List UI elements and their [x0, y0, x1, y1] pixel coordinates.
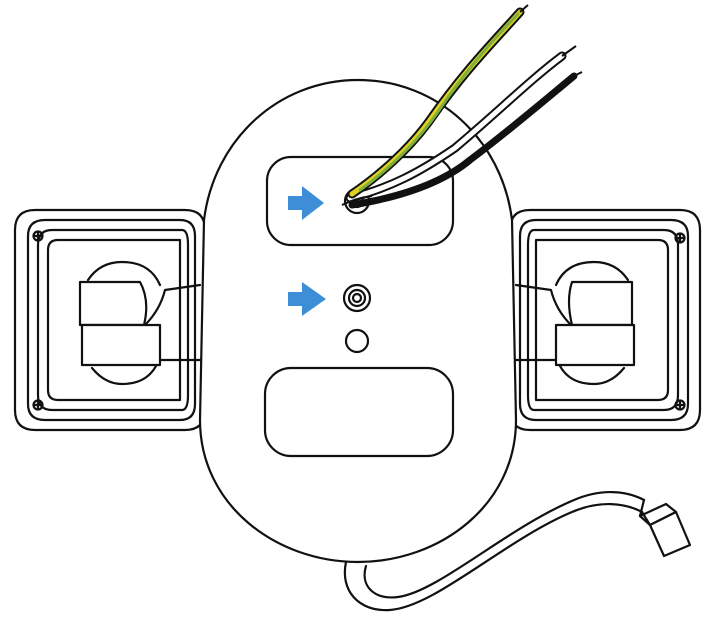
lower-slot	[263, 366, 455, 458]
center-screw-hole	[342, 283, 372, 313]
small-hole	[344, 328, 370, 354]
mounting-plate	[198, 78, 518, 564]
wires	[341, 4, 583, 209]
right-arrow-icon	[288, 186, 324, 220]
right-arrow-icon	[288, 282, 326, 316]
left-lamp-head	[13, 208, 207, 432]
lower-cable-pigtail	[343, 490, 692, 612]
right-lamp-head	[508, 208, 702, 432]
